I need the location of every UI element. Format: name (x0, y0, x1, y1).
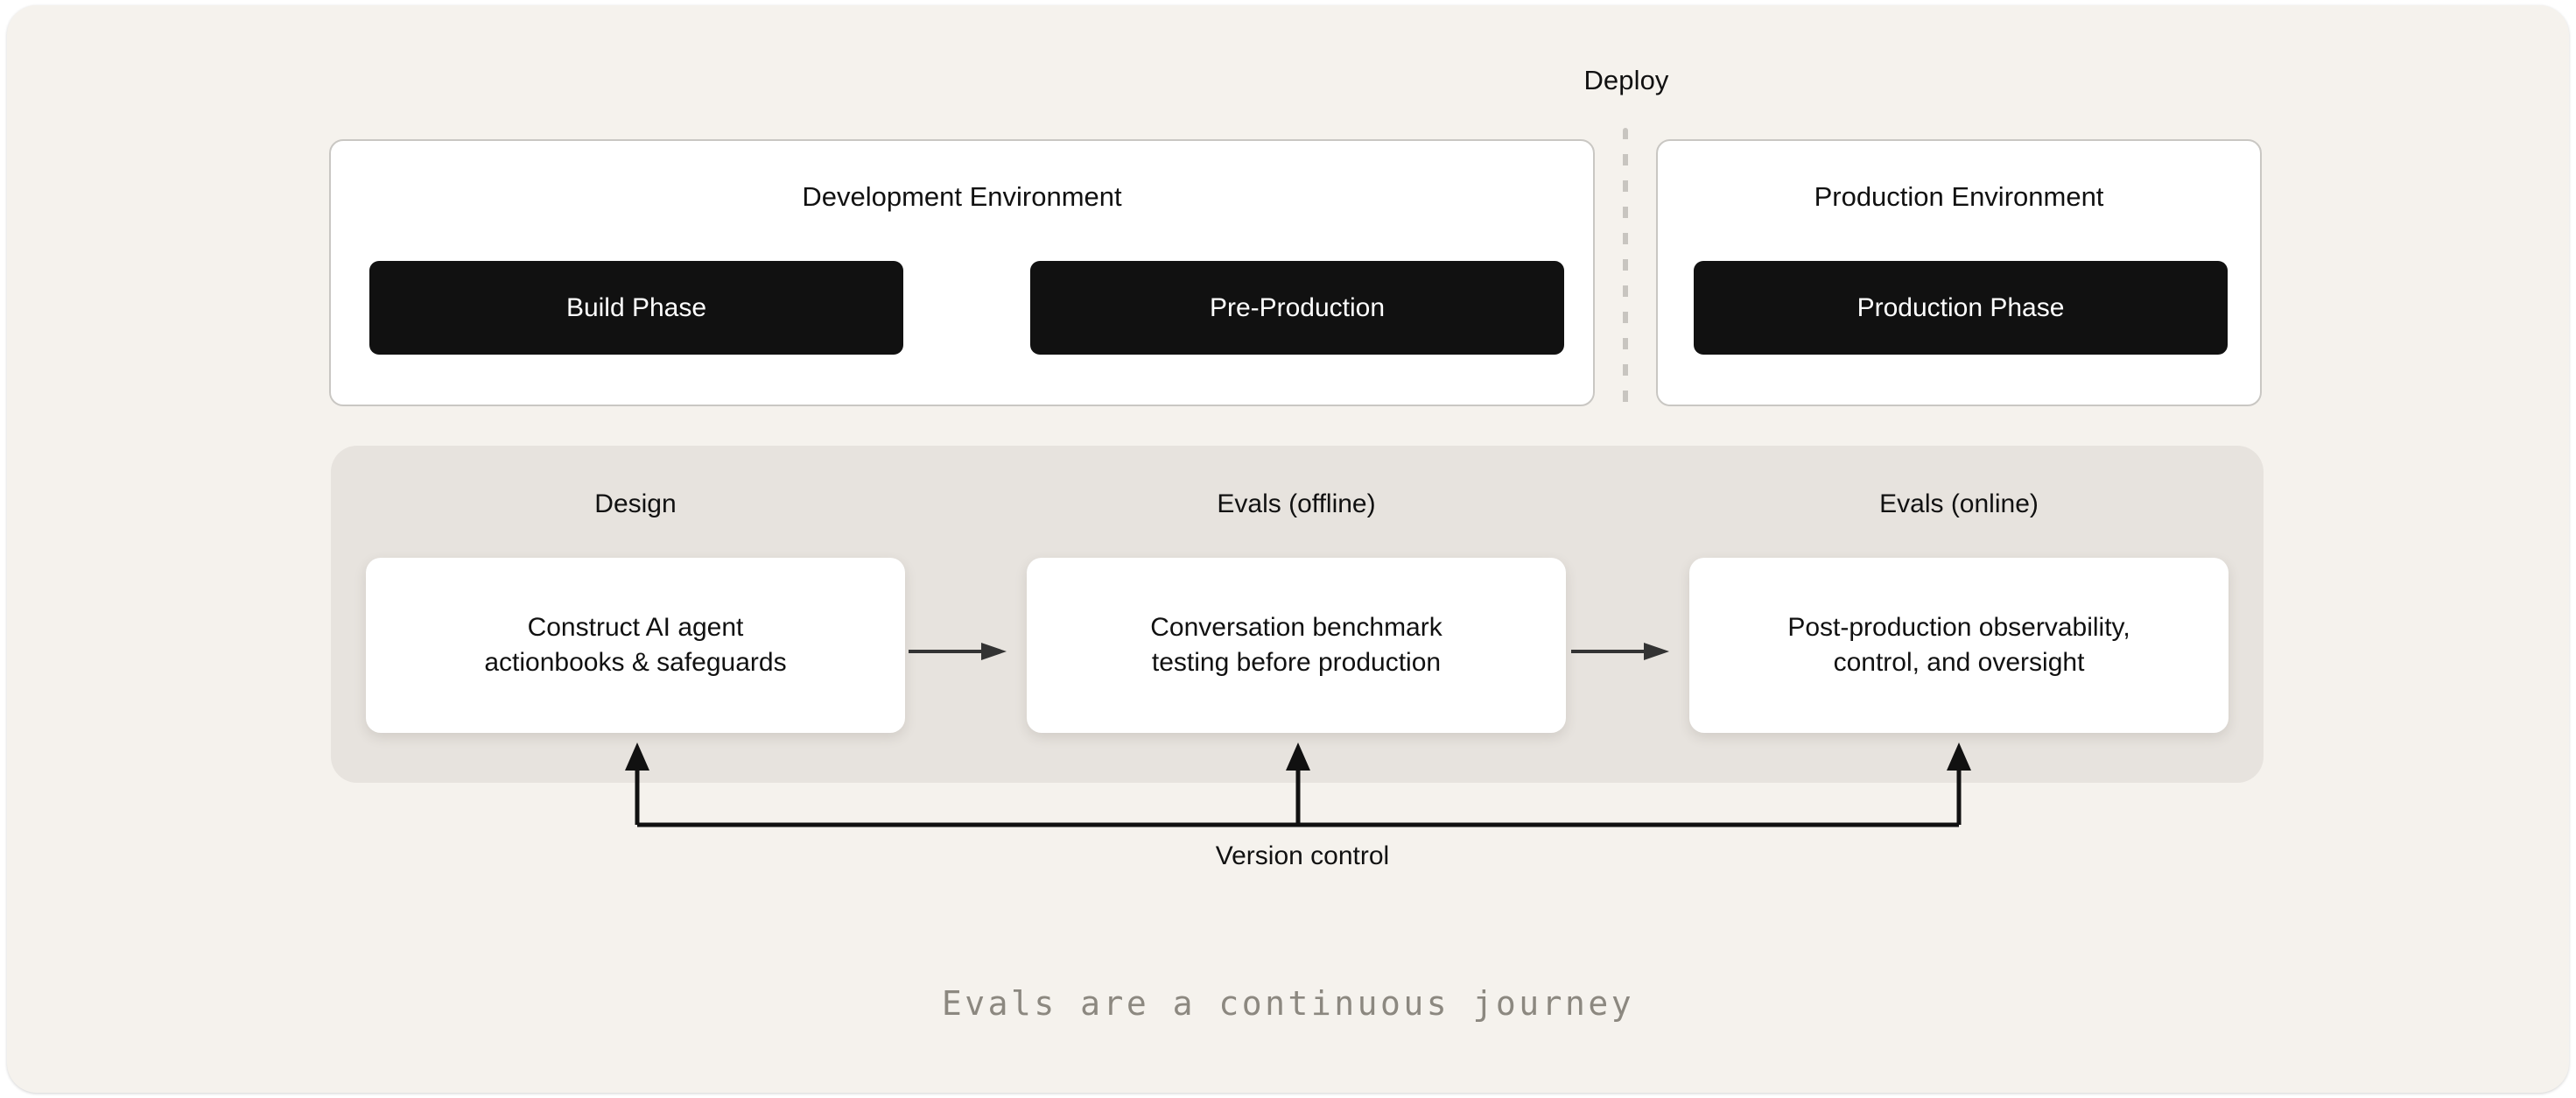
production-environment-panel: Production Environment Production Phase (1656, 139, 2262, 406)
arrow-design-to-offline (909, 643, 1007, 660)
stage-card-design-line1: Construct AI agent (527, 613, 744, 643)
diagram-canvas: Deploy Development Environment Build Pha… (7, 5, 2569, 1093)
phase-pre-production[interactable]: Pre-Production (1030, 261, 1564, 355)
stage-band: Design Construct AI agent actionbooks & … (331, 446, 2264, 783)
stage-card-text-evals-online: Post-production observability, control, … (1787, 610, 2130, 680)
development-environment-title: Development Environment (802, 181, 1122, 212)
production-environment-title: Production Environment (1814, 181, 2104, 212)
stage-label-evals-online: Evals (online) (1879, 489, 2039, 518)
stage-card-offline-line2: testing before production (1151, 648, 1442, 677)
stage-label-design: Design (594, 489, 677, 518)
stage-card-online-line1: Post-production observability, (1787, 613, 2130, 643)
stage-card-design[interactable]: Construct AI agent actionbooks & safegua… (366, 558, 905, 733)
stage-card-evals-offline[interactable]: Conversation benchmark testing before pr… (1027, 558, 1566, 733)
stage-column-design: Design Construct AI agent actionbooks & … (366, 446, 905, 783)
stage-card-text-design: Construct AI agent actionbooks & safegua… (484, 610, 786, 680)
phase-build[interactable]: Build Phase (369, 261, 903, 355)
development-environment-panel: Development Environment Build Phase Pre-… (329, 139, 1595, 406)
stage-card-offline-line1: Conversation benchmark (1150, 613, 1442, 643)
deploy-label: Deploy (1583, 65, 1669, 95)
stage-card-online-line2: control, and oversight (1833, 648, 2085, 677)
version-control-label: Version control (1215, 841, 1390, 870)
stage-column-evals-offline: Evals (offline) Conversation benchmark t… (1027, 446, 1566, 783)
stage-label-evals-offline: Evals (offline) (1217, 489, 1376, 518)
deploy-dashed-divider (1623, 128, 1628, 417)
stage-card-evals-online[interactable]: Post-production observability, control, … (1689, 558, 2229, 733)
arrow-offline-to-online (1571, 643, 1669, 660)
stage-column-evals-online: Evals (online) Post-production observabi… (1689, 446, 2229, 783)
version-control-bus (625, 743, 1971, 827)
phase-production[interactable]: Production Phase (1694, 261, 2228, 355)
stage-card-text-evals-offline: Conversation benchmark testing before pr… (1150, 610, 1442, 680)
stage-card-design-line2: actionbooks & safeguards (484, 648, 787, 677)
caption: Evals are a continuous journey (941, 984, 1635, 1023)
